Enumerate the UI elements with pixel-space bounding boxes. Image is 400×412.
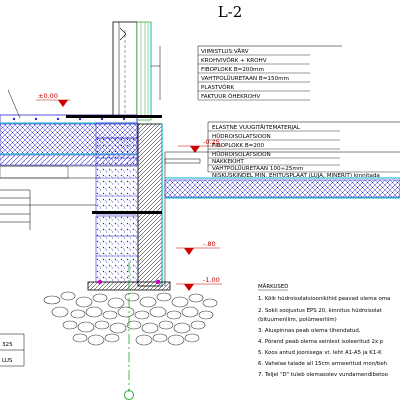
- floor-layer-callout: ELASTNE VUUGITÄITEMATERJAL HÜDROISOLATSI…: [207, 121, 400, 179]
- left-lower-labels: 325 LUS: [0, 333, 25, 367]
- beam-top: [66, 115, 162, 118]
- elevation-label: -1.00: [203, 276, 220, 284]
- left-label: LUS: [2, 358, 13, 364]
- exterior-slab: [164, 151, 400, 199]
- upper-wall: [112, 21, 152, 121]
- beam-mid: [92, 211, 162, 214]
- stair-lines: [0, 89, 31, 230]
- elevation-label: -0.25: [203, 138, 220, 146]
- wall-layer-leader: [151, 46, 161, 100]
- note-item: 6. Vahelae talade all 15cm armeeritud mo…: [258, 361, 387, 367]
- layer-label: FAKTUUR ÕHEKROHV: [201, 93, 260, 100]
- left-label: 325: [2, 342, 13, 348]
- layer-label: ELASTNE VUUGITÄITEMATERJAL: [212, 124, 301, 131]
- gravel-bed: [43, 291, 218, 346]
- layer-label: FIBOPLOKK B=200: [212, 143, 264, 149]
- layer-label: NISKUSKINDEL MIN. EHITUSPLAAT (LUJA, MIN…: [212, 173, 380, 179]
- notes-heading: MÄRKUSED: [258, 283, 288, 290]
- note-item: 1. Kõik hüdroisolatsioonikihid peavad ol…: [258, 296, 390, 302]
- slab-dots: [12, 117, 126, 121]
- elevation-marker: -1.00: [176, 276, 222, 291]
- elevation-label: -.80: [203, 240, 216, 248]
- elevation-label: ±0.00: [38, 92, 58, 100]
- layer-label: HÜDROISOLATSIOON: [212, 133, 271, 140]
- layer-label: NAKKEKIHT: [212, 159, 244, 165]
- note-item: 4. Põrand peab olema seinlest isoleeritu…: [258, 339, 384, 345]
- wall-layer-callout: VIIMISTLUS:VÄRV KROHVIVÕRK + KROHV FIBOP…: [197, 45, 342, 101]
- note-item: 3. Aluspinnas peab olema tihendatud.: [258, 328, 361, 334]
- layer-label: HÜDROISOLATSIOON: [212, 151, 271, 158]
- notes-block: MÄRKUSED 1. Kõik hüdroisolatsioonikihid …: [258, 283, 390, 378]
- layer-label: PLASTVÕRK: [201, 84, 234, 91]
- layer-label: KROHVIVÕRK + KROHV: [201, 57, 267, 64]
- layer-label: FIBOPLOKK B=200mm: [201, 67, 264, 73]
- note-item: 7. Teljel "D" tuleb olemasolev vundamend…: [258, 372, 388, 378]
- drawing-title: L-2: [218, 3, 243, 21]
- layer-label: VAHTPOLÜURETAAN 100÷25mm: [212, 165, 303, 172]
- elevation-marker: ±0.00: [36, 92, 70, 107]
- center-axis: [124, 262, 134, 400]
- note-item: 5. Koos antud joonisega vt. leht A1-A5 j…: [258, 350, 382, 356]
- note-item: (bituumenliim, polümeerliim): [258, 317, 337, 323]
- note-item: 2. Sokli soojustus EPS 20, kinnitus hüdr…: [258, 308, 382, 314]
- layer-label: VIIMISTLUS:VÄRV: [201, 48, 249, 55]
- elevation-marker: -.80: [176, 240, 220, 255]
- layer-label: VAHTPOLÜURETAAN B=150mm: [201, 75, 289, 82]
- elevation-marker: -0.25: [178, 138, 222, 153]
